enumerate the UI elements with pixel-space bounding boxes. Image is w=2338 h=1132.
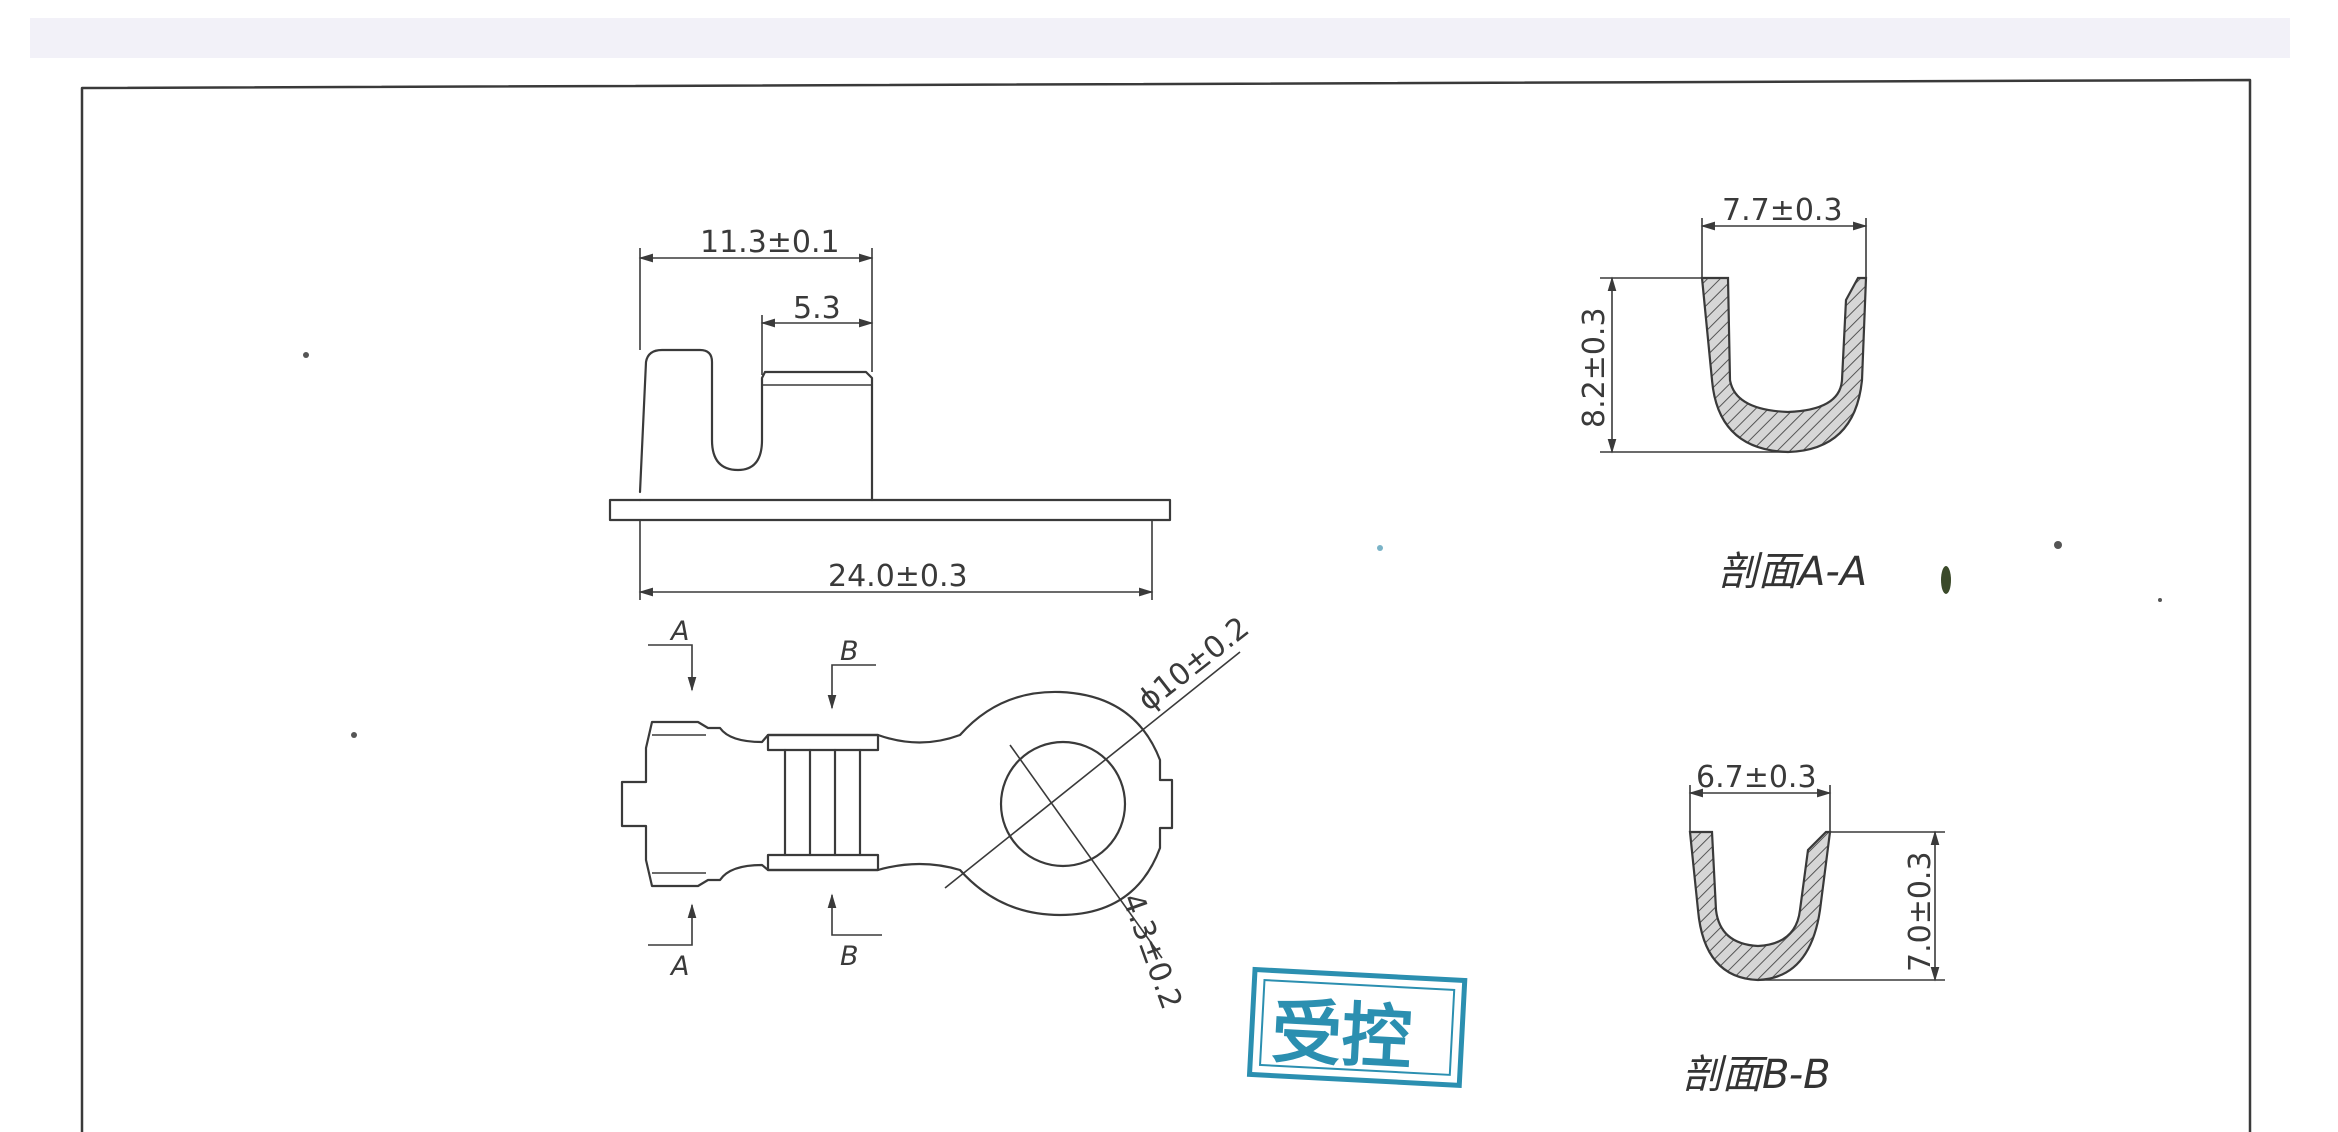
dim-bb-width: 6.7±0.3 xyxy=(1696,760,1817,795)
section-aa-title: 剖面A-A xyxy=(1718,549,1867,595)
dim-hole: 4.3±0.2 xyxy=(1114,889,1188,1014)
section-marker-b-top: B xyxy=(840,636,859,667)
dim-slot: 5.3 xyxy=(793,291,841,326)
dim-length: 24.0±0.3 xyxy=(828,559,968,594)
dim-bb-height: 7.0±0.3 xyxy=(1903,851,1938,972)
dim-ring-diameter: ϕ10±0.2 xyxy=(1131,610,1256,718)
dim-aa-height: 8.2±0.3 xyxy=(1577,307,1612,428)
dim-aa-width: 7.7±0.3 xyxy=(1722,193,1843,228)
section-bb: 6.7±0.3 7.0±0.3 剖面B-B xyxy=(1682,760,1945,1098)
scan-top-shadow xyxy=(30,18,2290,58)
section-bb-title: 剖面B-B xyxy=(1682,1052,1831,1098)
controlled-stamp: 受控 xyxy=(1246,966,1468,1089)
section-marker-a-bottom: A xyxy=(669,951,689,982)
drawing-frame xyxy=(80,78,2252,1132)
section-marker-a-top: A xyxy=(669,616,689,647)
side-view: 11.3±0.1 5.3 24.0±0.3 xyxy=(608,225,1172,600)
scan-specks xyxy=(303,352,2162,738)
section-marker-b-bottom: B xyxy=(840,941,859,972)
ring-hole xyxy=(999,740,1127,868)
stamp-text: 受控 xyxy=(1270,990,1414,1080)
dim-width-total: 11.3±0.1 xyxy=(700,225,840,260)
section-aa: 7.7±0.3 8.2±0.3 剖面A-A xyxy=(1577,193,1868,595)
top-view: ϕ10±0.2 4.3±0.2 A A B B xyxy=(620,610,1256,1014)
